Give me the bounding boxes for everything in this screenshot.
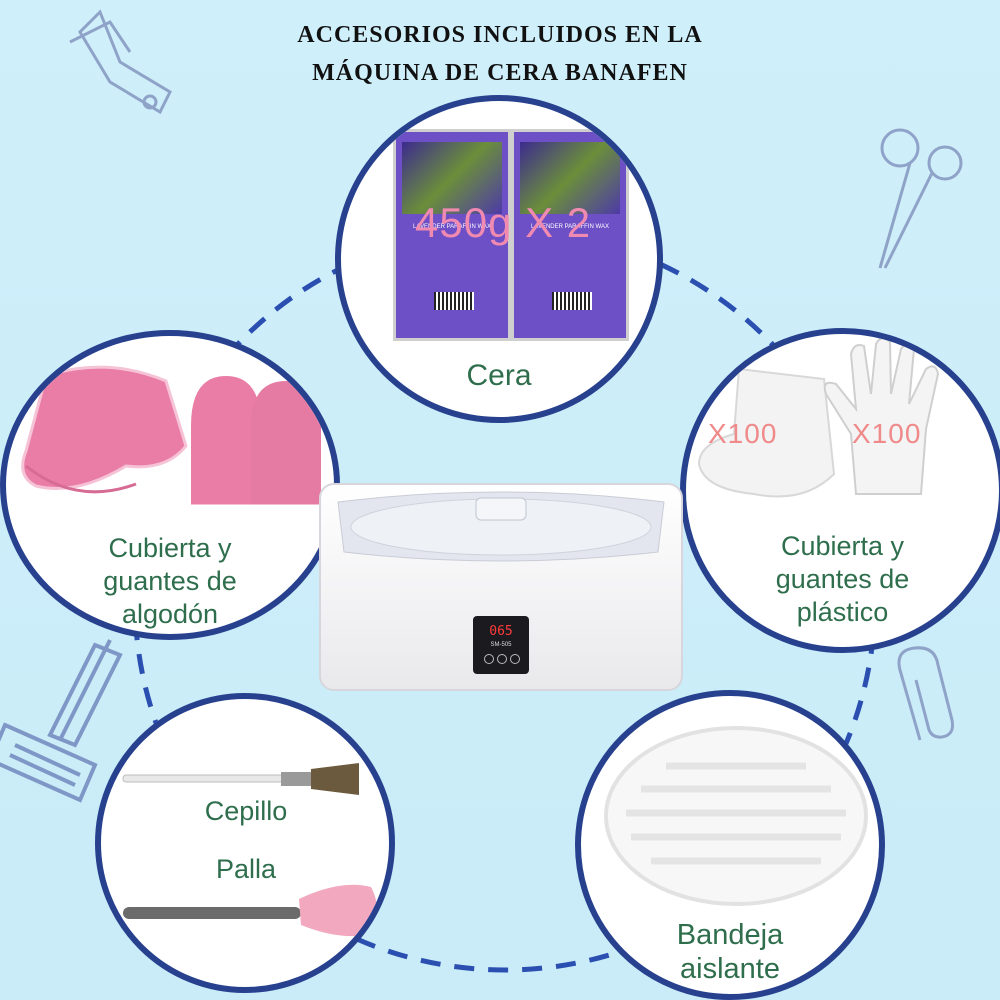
barcode [552, 292, 592, 310]
razor-icon [0, 639, 123, 803]
cotton-mitts [191, 376, 321, 508]
page-title: ACCESORIOS INCLUIDOS EN LA MÁQUINA DE CE… [0, 16, 1000, 92]
wax-label: Cera [466, 359, 532, 392]
wax-circle: LAVENDER PARAFFIN WAX LAVENDER PARAFFIN … [335, 95, 663, 423]
plastic-bootie [697, 367, 836, 498]
tray-circle: Bandeja aislante [575, 690, 885, 1000]
title-line-1: ACCESORIOS INCLUIDOS EN LA [297, 22, 703, 48]
plus-button[interactable] [510, 654, 520, 664]
wax-quantity: 450g X 2 [415, 199, 592, 246]
spatula-icon [123, 884, 377, 937]
paperclip-icon [897, 646, 954, 741]
nail-clipper-icon [69, 9, 172, 115]
pack-label: LAVENDER PARAFFIN WAX [413, 224, 491, 230]
temperature-display: 065 [489, 624, 513, 639]
brush-icon [122, 763, 359, 795]
power-button[interactable] [497, 654, 507, 664]
glove-count: X100 [852, 418, 922, 449]
title-line-2: MÁQUINA DE CERA BANAFEN [312, 60, 688, 86]
scissors-icon [878, 128, 963, 269]
wax-pack-left: LAVENDER PARAFFIN WAX [393, 129, 511, 341]
brush-label: Cepillo [204, 796, 288, 826]
pack-label: LAVENDER PARAFFIN WAX [531, 224, 609, 230]
minus-button[interactable] [484, 654, 494, 664]
cotton-circle: Cubierta y guantes de algodón [0, 330, 340, 640]
lavender-image [520, 142, 620, 214]
wax-machine: 065 SM-505 [318, 482, 684, 692]
cotton-booties [21, 365, 188, 494]
model-label: SM-505 [490, 642, 512, 648]
tray-label: Bandeja aislante [676, 919, 784, 985]
plastic-circle: X100 X100 Cubierta y guantes de plástico [680, 328, 1000, 653]
cotton-label: Cubierta y guantes de algodón [103, 533, 237, 629]
plastic-glove [823, 337, 940, 495]
barcode [434, 292, 474, 310]
spatula-label: Palla [215, 854, 277, 884]
lavender-image [402, 142, 502, 214]
bootie-count: X100 [708, 418, 778, 449]
plastic-label: Cubierta y guantes de plástico [775, 531, 910, 627]
tools-circle: Cepillo Palla [95, 693, 395, 993]
tray-icon [604, 726, 868, 906]
wax-pack-right: LAVENDER PARAFFIN WAX [511, 129, 629, 341]
